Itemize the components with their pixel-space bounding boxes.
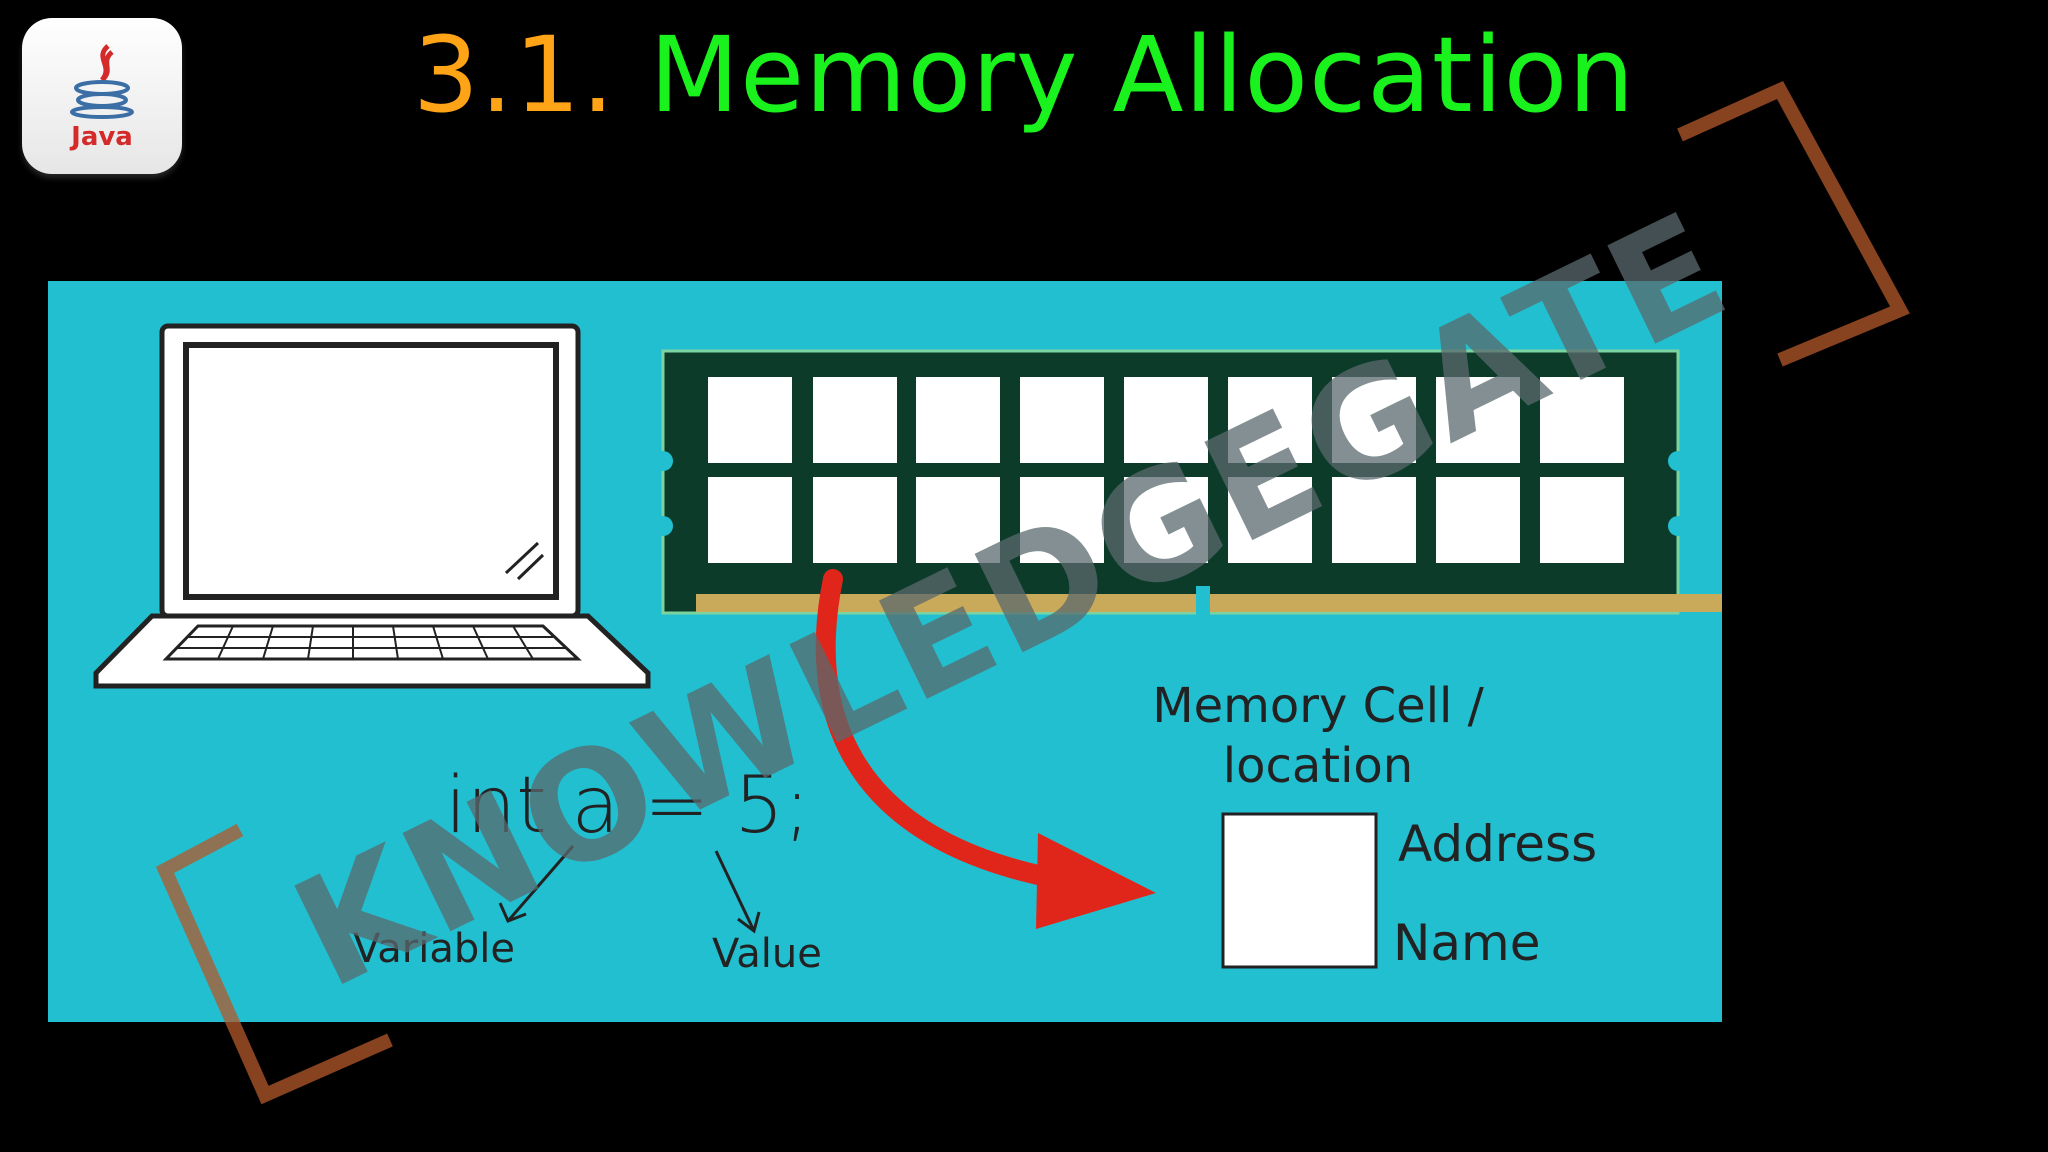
ram-module-icon xyxy=(653,349,1722,616)
java-logo: Java xyxy=(22,18,182,174)
variable-label: Variable xyxy=(353,926,515,972)
value-label: Value xyxy=(712,931,822,977)
address-label: Address xyxy=(1398,815,1598,873)
memory-cell-box xyxy=(1221,812,1378,969)
page-title: 3.1. Memory Allocation xyxy=(0,14,2048,136)
memory-cell-label: Memory Cell / location xyxy=(1108,676,1528,796)
name-label: Name xyxy=(1393,914,1541,972)
memory-cell-label-line1: Memory Cell / xyxy=(1152,678,1484,734)
red-arrow-icon xyxy=(815,569,1156,929)
title-number: 3.1. xyxy=(412,14,616,136)
value-arrow-icon xyxy=(714,850,761,934)
code-statement: int a = 5; xyxy=(445,761,811,851)
memory-cell-label-line2: location xyxy=(1222,738,1414,794)
slide-illustration: int a = 5; Variable Value Memory Cell / … xyxy=(48,281,1722,1022)
laptop-icon xyxy=(93,323,651,689)
title-text: Memory Allocation xyxy=(649,14,1636,136)
java-logo-text: Java xyxy=(71,122,133,152)
variable-arrow-icon xyxy=(498,845,575,923)
java-coffee-cup-icon xyxy=(70,44,134,119)
